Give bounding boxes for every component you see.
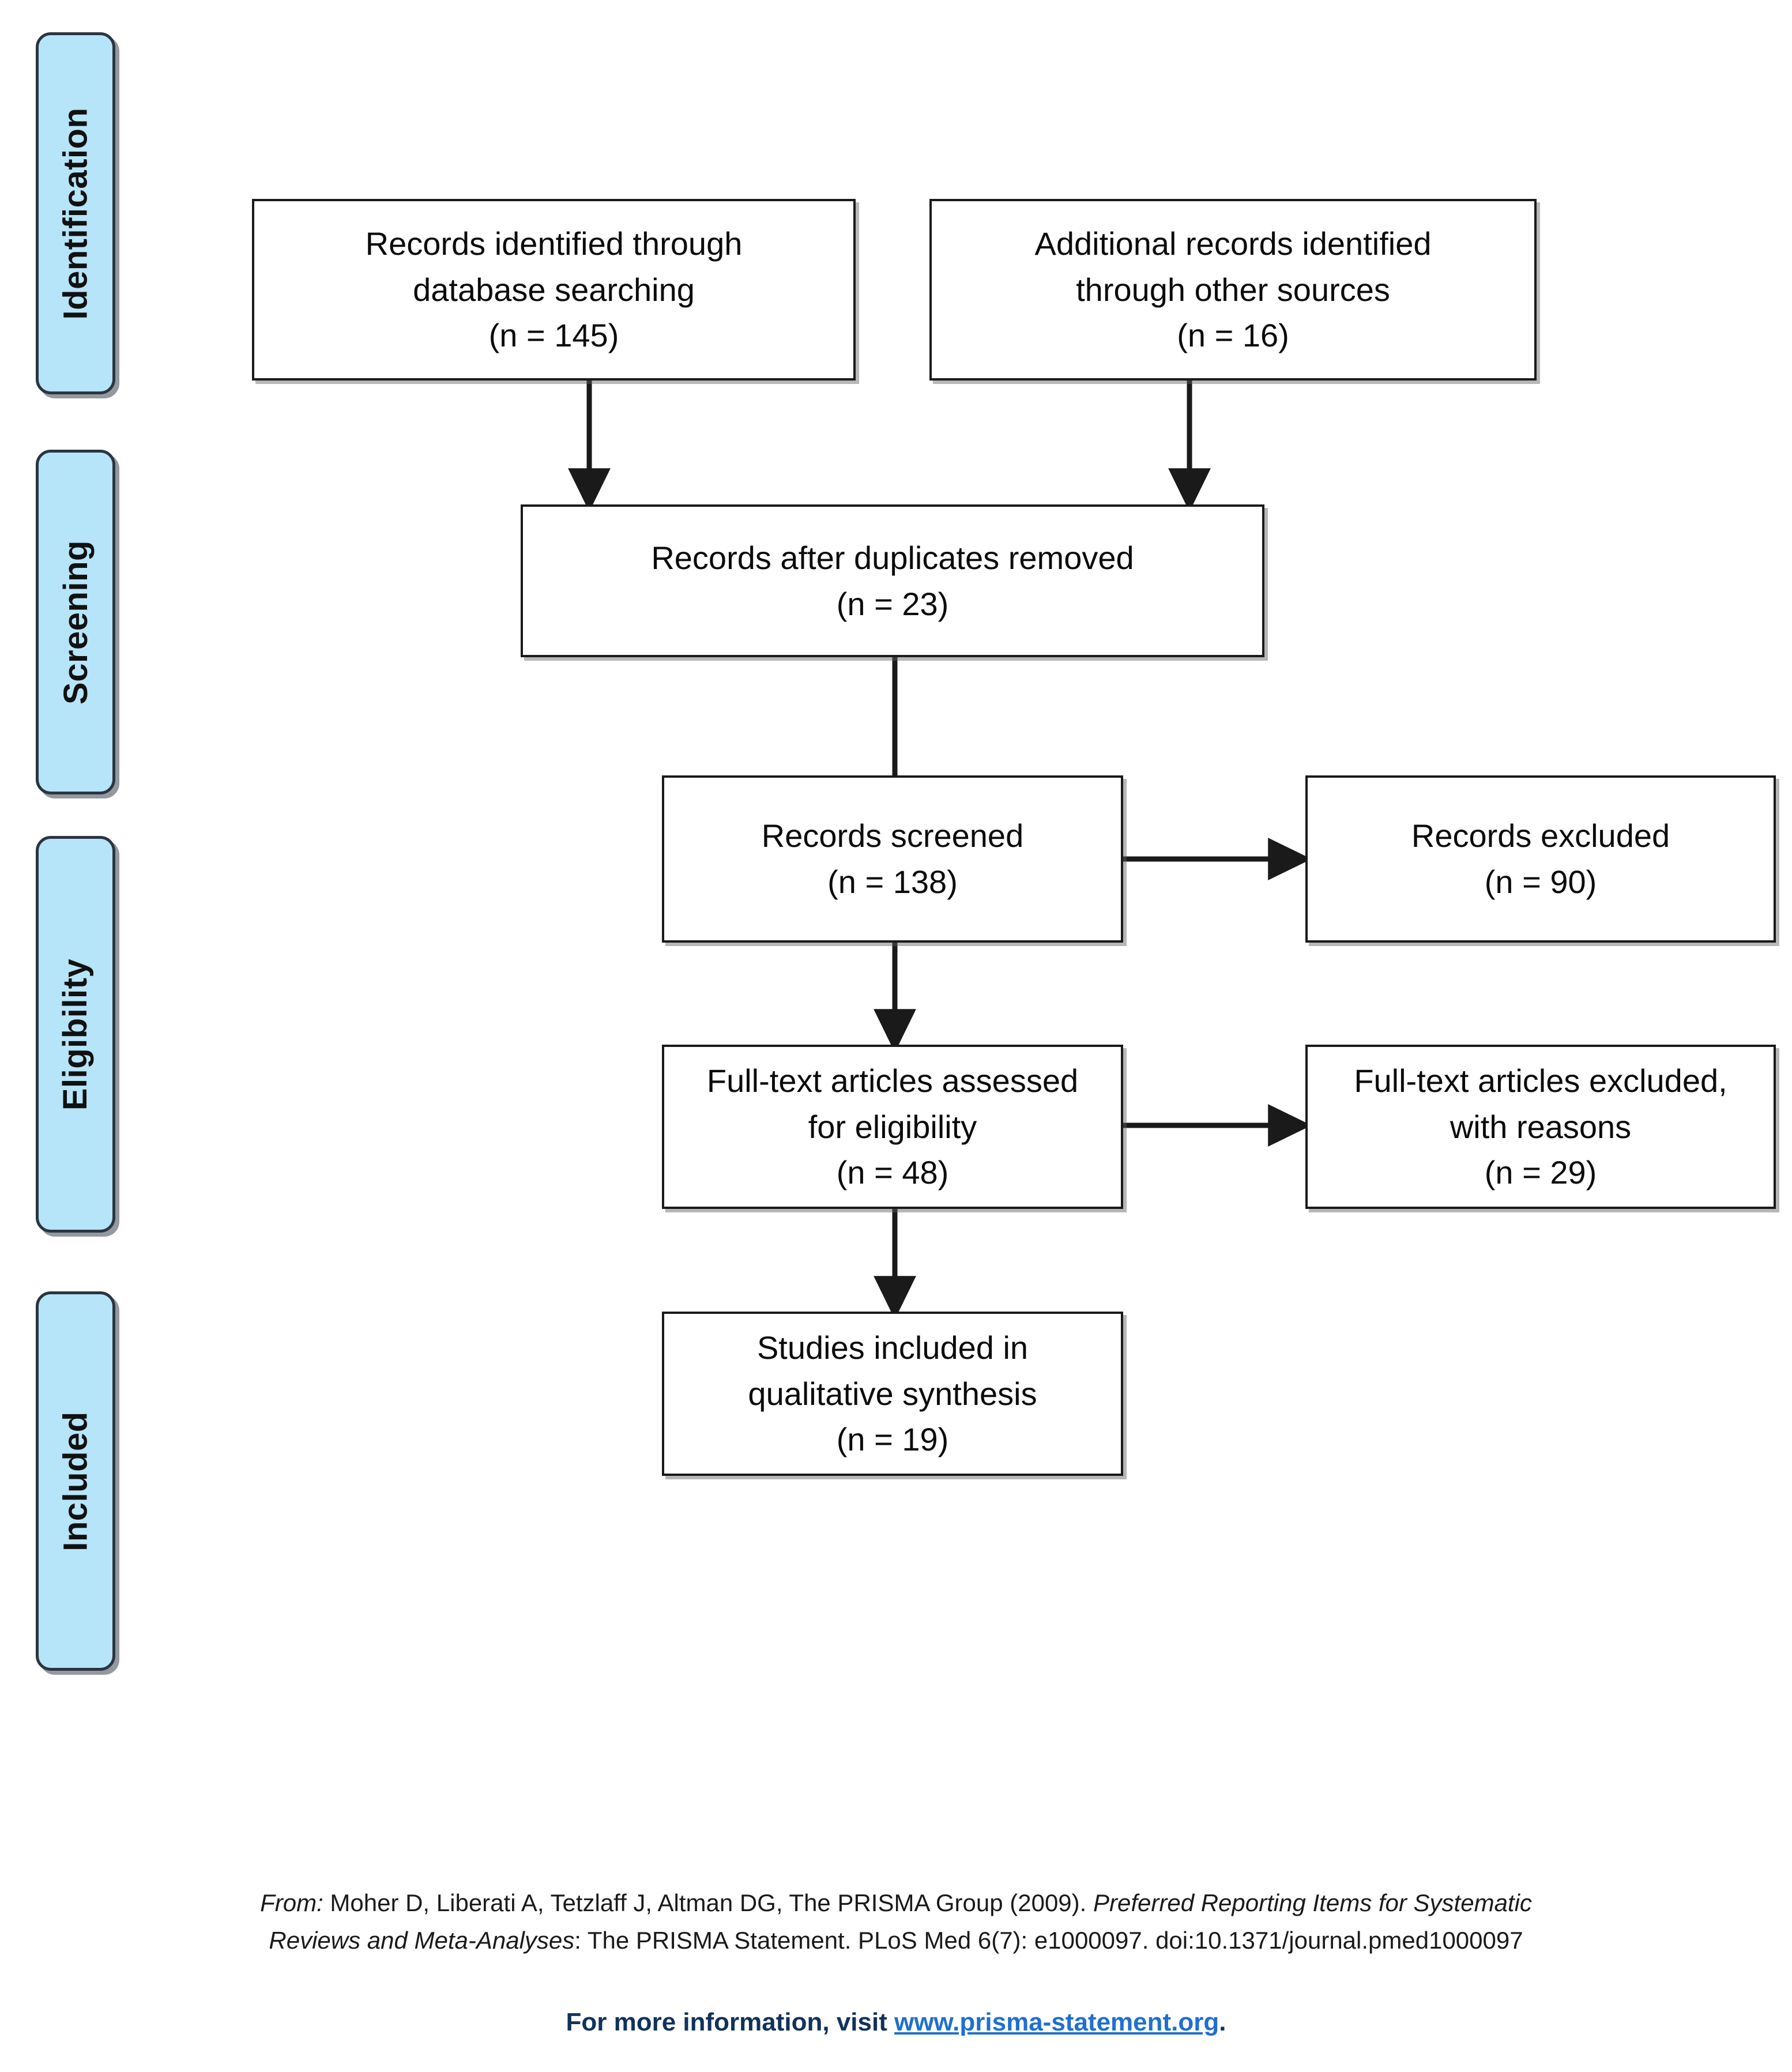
more-information-suffix: . bbox=[1219, 2008, 1226, 2036]
flow-line: (n = 90) bbox=[1484, 864, 1597, 900]
flow-line: (n = 19) bbox=[836, 1421, 949, 1458]
flow-line: with reasons bbox=[1450, 1108, 1632, 1145]
flow-line: Full-text articles excluded, bbox=[1354, 1063, 1727, 1099]
citation-title-part-2: Reviews and Meta-Analyses bbox=[269, 1927, 575, 1954]
flow-box-records-other-sources[interactable]: Additional records identified through ot… bbox=[929, 199, 1537, 381]
flow-line: Records identified through bbox=[365, 225, 743, 262]
stage-label-screening: Screening bbox=[57, 540, 95, 705]
flow-line: qualitative synthesis bbox=[748, 1375, 1037, 1412]
flow-line: database searching bbox=[413, 271, 695, 308]
flow-line: (n = 23) bbox=[836, 585, 949, 622]
flow-box-records-screened[interactable]: Records screened (n = 138) bbox=[662, 775, 1123, 943]
stage-box-screening[interactable]: Screening bbox=[36, 450, 115, 794]
more-information-text: For more information, visit bbox=[566, 2008, 895, 2036]
flow-line: Records excluded bbox=[1411, 818, 1670, 854]
flow-line: Additional records identified bbox=[1034, 225, 1432, 262]
stage-box-eligibility[interactable]: Eligibility bbox=[36, 836, 115, 1233]
more-information-line: For more information, visit www.prisma-s… bbox=[0, 2008, 1792, 2037]
flow-box-records-duplicates-removed[interactable]: Records after duplicates removed (n = 23… bbox=[521, 504, 1264, 657]
citation-line-2: Reviews and Meta-Analyses: The PRISMA St… bbox=[0, 1922, 1792, 1959]
flow-box-records-database[interactable]: Records identified through database sear… bbox=[252, 199, 856, 381]
stage-box-identification[interactable]: Identification bbox=[36, 32, 115, 394]
flow-line: (n = 138) bbox=[827, 864, 958, 900]
citation-authors: Moher D, Liberati A, Tetzlaff J, Altman … bbox=[323, 1889, 1093, 1916]
stage-label-included: Included bbox=[57, 1411, 95, 1551]
citation-title-part-1: Preferred Reporting Items for Systematic bbox=[1093, 1889, 1532, 1916]
flow-box-studies-qualitative[interactable]: Studies included in qualitative synthesi… bbox=[662, 1312, 1123, 1476]
flow-line: (n = 29) bbox=[1484, 1154, 1597, 1191]
flow-line: Records screened bbox=[761, 818, 1024, 854]
flow-box-records-excluded[interactable]: Records excluded (n = 90) bbox=[1305, 775, 1776, 943]
citation-from-label: From: bbox=[260, 1889, 323, 1916]
flow-line: Full-text articles assessed bbox=[706, 1063, 1079, 1099]
flow-line: through other sources bbox=[1076, 271, 1390, 308]
flow-line: for eligibility bbox=[808, 1108, 977, 1145]
stage-label-eligibility: Eligibility bbox=[57, 958, 95, 1110]
stage-box-included[interactable]: Included bbox=[36, 1291, 115, 1671]
citation-block: From: Moher D, Liberati A, Tetzlaff J, A… bbox=[0, 1884, 1792, 1959]
citation-source: : The PRISMA Statement. PLoS Med 6(7): e… bbox=[574, 1927, 1523, 1954]
flow-line: (n = 145) bbox=[488, 317, 619, 354]
flow-line: Records after duplicates removed bbox=[651, 539, 1134, 576]
citation-line-1: From: Moher D, Liberati A, Tetzlaff J, A… bbox=[0, 1884, 1792, 1922]
stage-label-identification: Identification bbox=[57, 107, 95, 319]
flow-line: (n = 48) bbox=[836, 1154, 949, 1191]
flow-box-fulltext-assessed[interactable]: Full-text articles assessed for eligibil… bbox=[662, 1045, 1123, 1209]
prisma-statement-link[interactable]: www.prisma-statement.org bbox=[894, 2008, 1219, 2036]
flow-line: (n = 16) bbox=[1177, 317, 1289, 354]
flow-line: Studies included in bbox=[756, 1329, 1029, 1366]
flow-box-fulltext-excluded[interactable]: Full-text articles excluded, with reason… bbox=[1305, 1045, 1776, 1209]
